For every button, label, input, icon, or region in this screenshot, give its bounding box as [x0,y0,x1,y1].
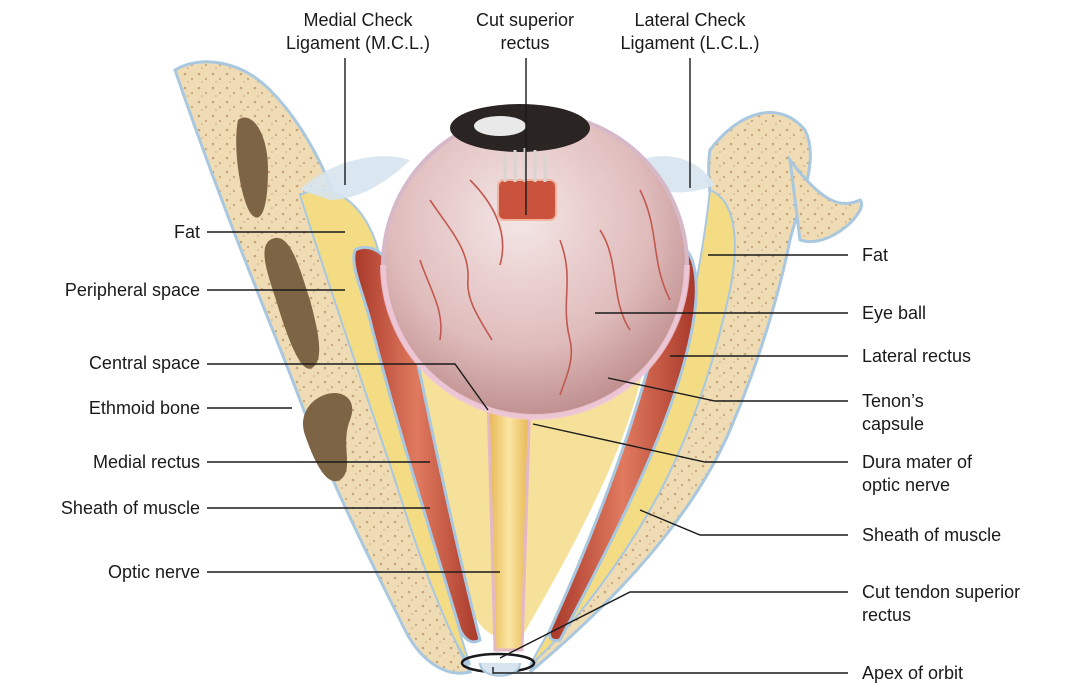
label-cut-superior-rectus: Cut superior rectus [455,9,595,55]
label-eye-ball: Eye ball [862,302,1062,325]
label-medial-check-ligament: Medial Check Ligament (M.C.L.) [278,9,438,55]
label-cut-tendon-superior-rectus: Cut tendon superior rectus [862,581,1067,627]
label-lateral-check-ligament: Lateral Check Ligament (L.C.L.) [605,9,775,55]
label-medial-rectus: Medial rectus [0,451,200,474]
label-apex-of-orbit: Apex of orbit [862,662,1062,685]
label-peripheral-space: Peripheral space [0,279,200,302]
label-ethmoid-bone: Ethmoid bone [0,397,200,420]
label-lateral-rectus: Lateral rectus [862,345,1062,368]
right-orbital-rim [790,160,862,242]
label-optic-nerve: Optic nerve [0,561,200,584]
ethmoid-cavity-3 [303,393,352,481]
optic-nerve-shape [488,395,530,650]
label-sheath-of-muscle-left: Sheath of muscle [0,497,200,520]
pupil-highlight [474,116,526,136]
label-central-space: Central space [0,352,200,375]
leader-apex [493,667,848,673]
label-fat-right: Fat [862,244,1062,267]
cut-superior-rectus-stump [498,180,556,220]
label-fat-left: Fat [0,221,200,244]
label-sheath-of-muscle-right: Sheath of muscle [862,524,1067,547]
annulus-base [480,663,520,676]
label-tenons-capsule: Tenon’s capsule [862,390,1062,436]
label-dura-mater: Dura mater of optic nerve [862,451,1062,497]
